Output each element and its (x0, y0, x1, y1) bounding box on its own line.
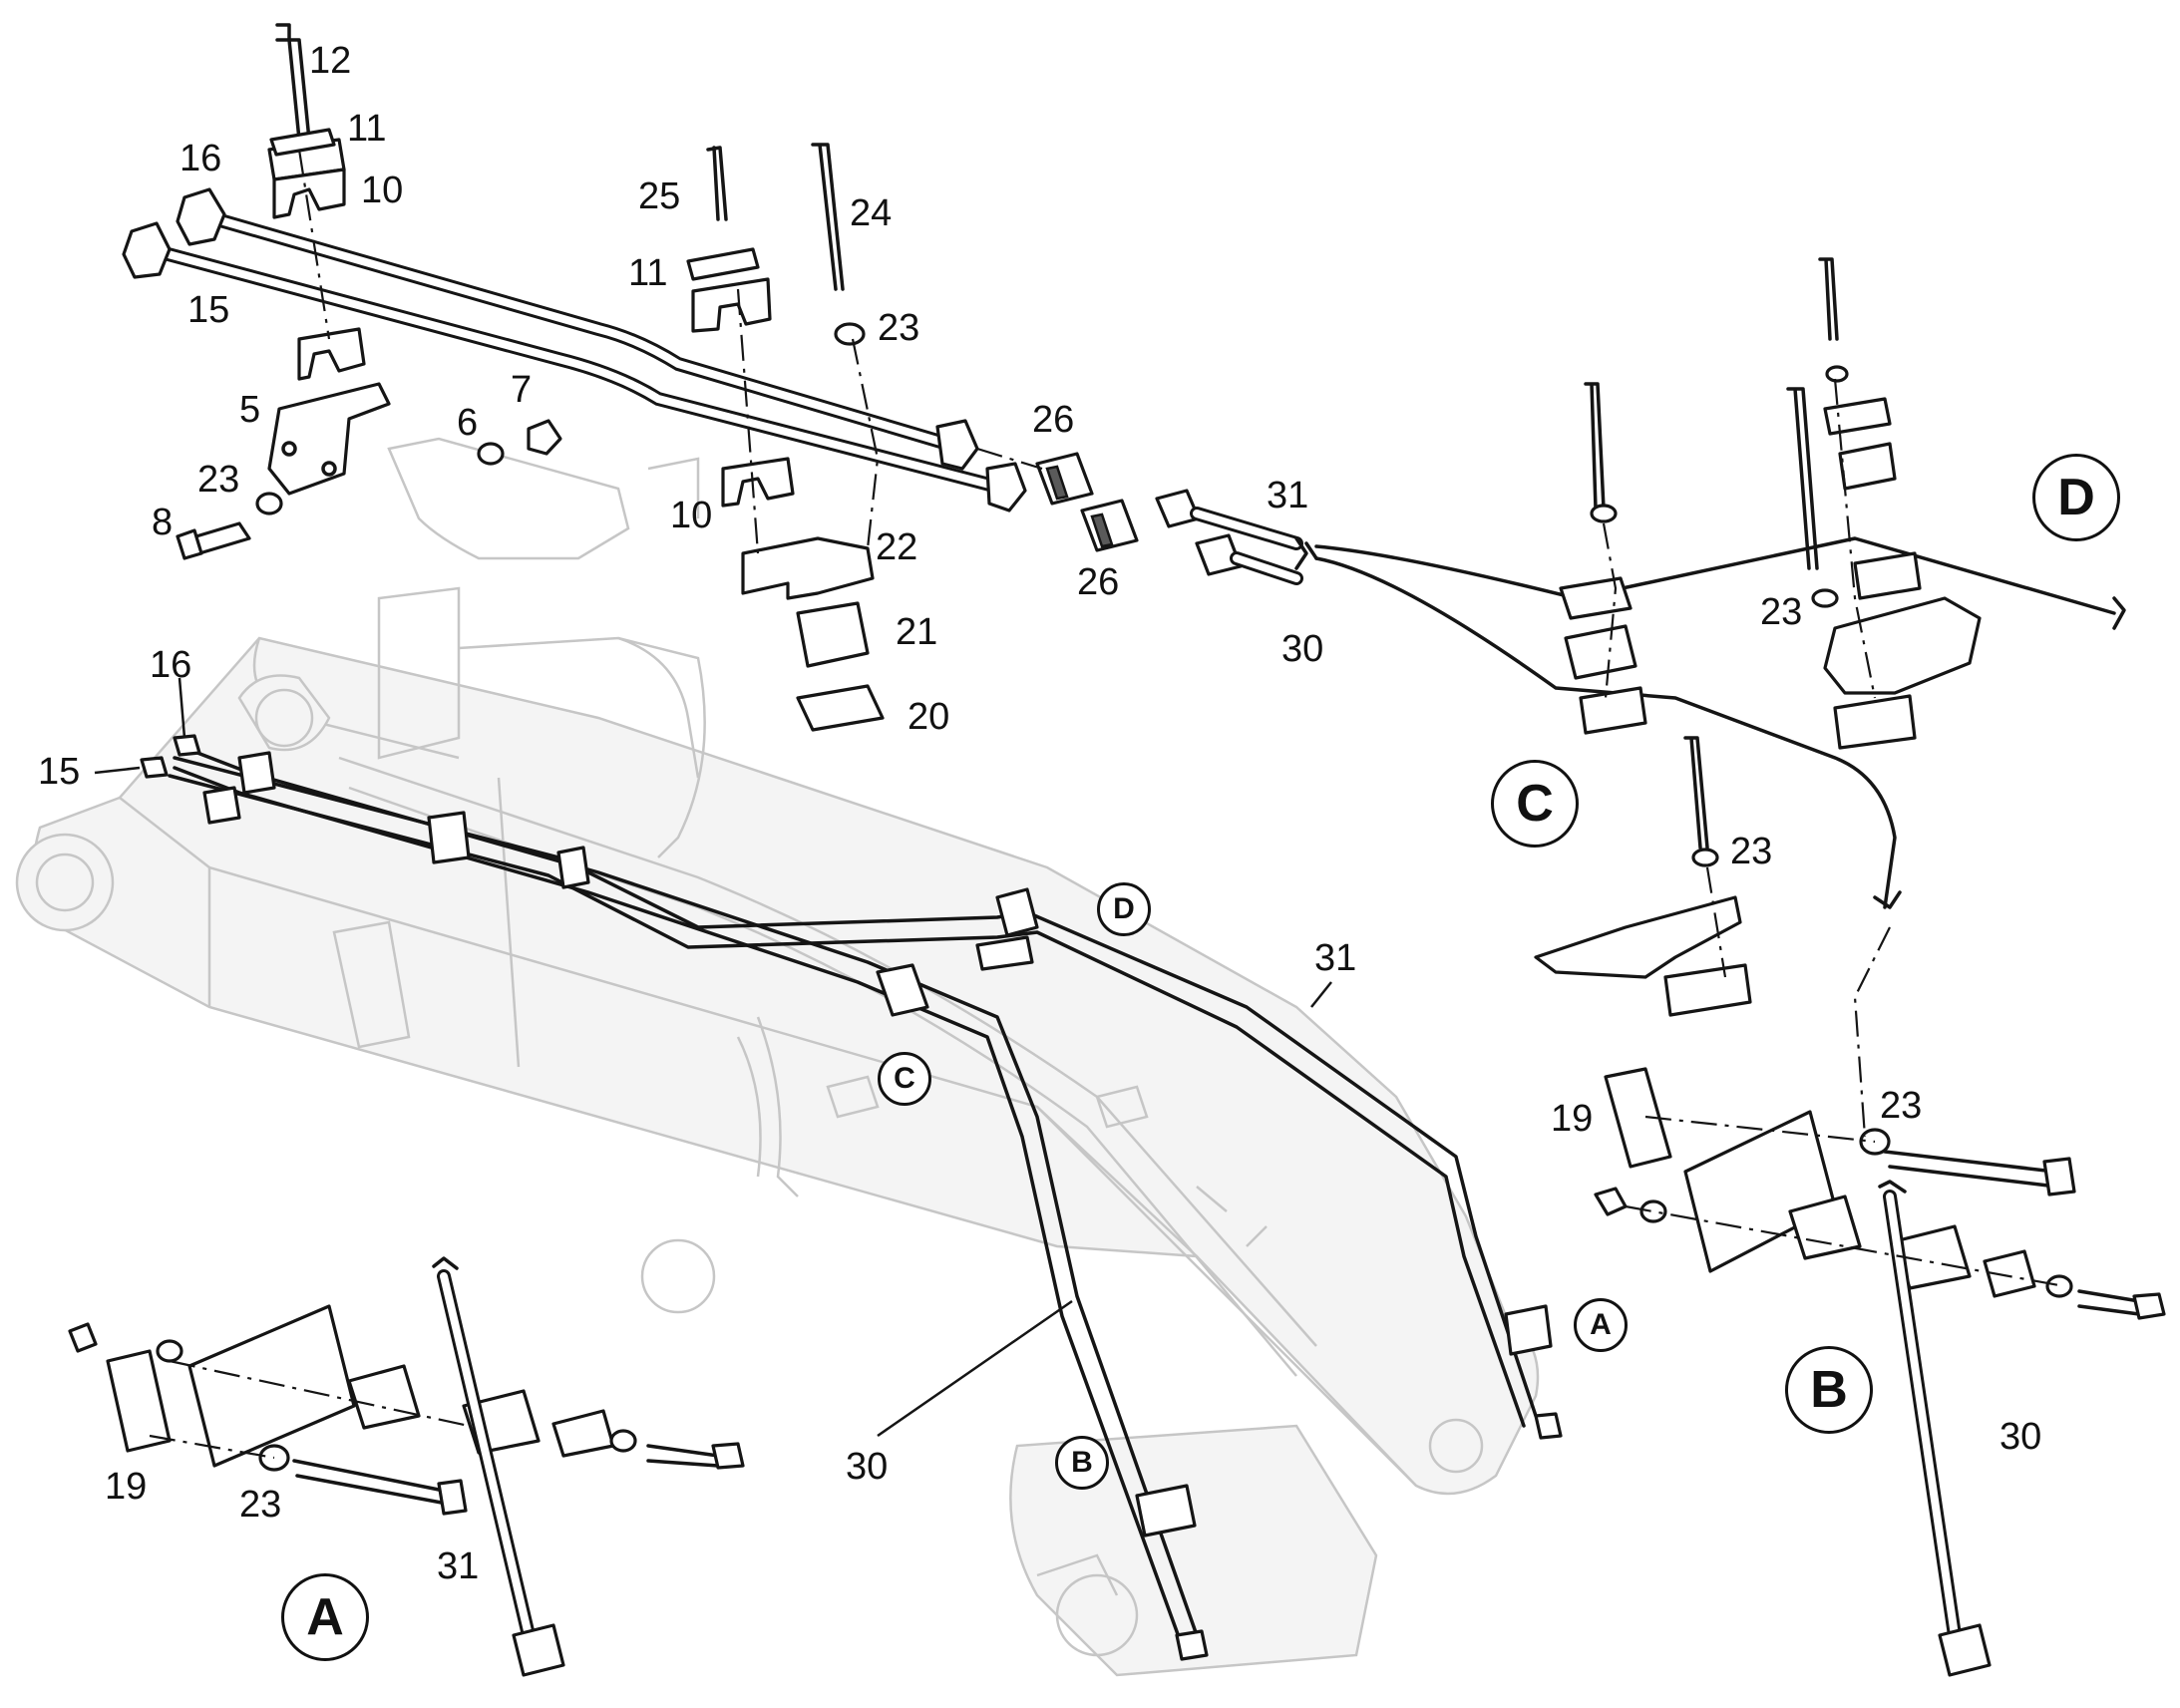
callout-15: 15 (38, 751, 81, 793)
boom-ghost-outline (15, 586, 1540, 1677)
callout-7: 7 (511, 369, 533, 411)
callout-8: 8 (152, 502, 174, 543)
callout-16: 16 (180, 138, 222, 179)
callout-22: 22 (876, 526, 918, 568)
callout-23: 23 (197, 459, 240, 501)
detail-label-d: D (2032, 454, 2120, 541)
detail-ref-c: C (878, 1052, 931, 1106)
callout-19: 19 (1551, 1098, 1594, 1140)
detail-d-assembly (1786, 257, 1982, 750)
callout-10: 10 (361, 170, 404, 211)
callout-12: 12 (309, 40, 352, 82)
detail-a-assembly (68, 1256, 745, 1677)
top-tube-assembly (122, 23, 2126, 909)
callout-31: 31 (437, 1545, 480, 1587)
callout-26: 26 (1077, 561, 1120, 603)
callout-20: 20 (908, 696, 950, 738)
installed-tube-lines (140, 734, 1563, 1661)
callout-25: 25 (638, 175, 681, 217)
callout-30: 30 (1999, 1416, 2042, 1458)
callout-30: 30 (846, 1446, 889, 1488)
callout-5: 5 (239, 389, 261, 431)
callout-23: 23 (878, 307, 920, 349)
callout-23: 23 (1730, 831, 1773, 872)
callout-31: 31 (1267, 475, 1309, 516)
leader-lines (94, 677, 1332, 1438)
callout-11: 11 (347, 108, 387, 150)
detail-ref-b: B (1055, 1436, 1109, 1490)
callout-26: 26 (1032, 399, 1075, 441)
detail-label-c: C (1491, 760, 1579, 848)
callout-23: 23 (239, 1484, 282, 1526)
callout-19: 19 (105, 1466, 148, 1508)
callout-6: 6 (457, 402, 479, 444)
callout-11: 11 (628, 252, 668, 294)
callout-23: 23 (1760, 591, 1803, 633)
detail-b-assembly (1594, 926, 2166, 1677)
detail-c-assembly (1534, 382, 1752, 1017)
callout-15: 15 (187, 289, 230, 331)
detail-ref-d: D (1097, 882, 1151, 936)
callout-23: 23 (1880, 1085, 1923, 1127)
callout-31: 31 (1314, 937, 1357, 979)
detail-ref-a: A (1574, 1298, 1628, 1352)
callout-24: 24 (850, 192, 893, 234)
callout-10: 10 (670, 495, 713, 536)
callout-30: 30 (1281, 628, 1324, 670)
callout-21: 21 (896, 611, 938, 653)
detail-label-a: A (281, 1573, 369, 1661)
detail-label-b: B (1785, 1346, 1873, 1434)
callout-16: 16 (150, 644, 192, 686)
